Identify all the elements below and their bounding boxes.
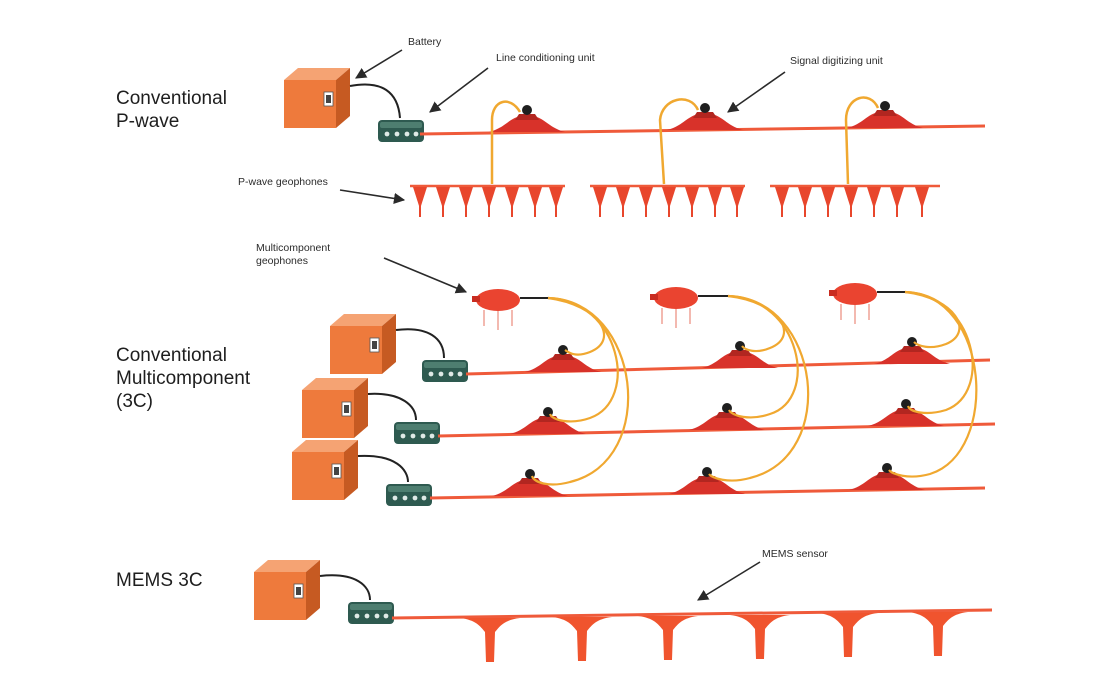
line-conditioning-unit-icon [422,360,468,382]
battery-box-icon [301,377,369,439]
signal-digitizing-unit-icon [492,469,568,496]
multicomponent-system [291,257,996,506]
signal-digitizing-unit-icon [525,345,601,372]
mems-sensor-icon [552,617,612,661]
mems-sensor-icon [638,616,698,660]
line-conditioning-unit-icon [386,484,432,506]
section-label-pwave: Conventional P-wave [116,88,227,132]
battery-box-icon [329,313,397,375]
multicomponent-geophone-icon [649,286,699,329]
section-label-mems: MEMS 3C [116,570,203,591]
battery-callout-arrow [355,49,403,79]
mems-sensor-icon [460,618,520,662]
mems-sensor-group [460,612,968,662]
multicomponent-cable-loops [530,290,978,486]
mems-sensor-icon [818,613,878,657]
multicomponent-geophone-icon [471,288,521,331]
callout-mems-sensor: MEMS sensor [762,548,828,560]
multicomponent-geophone-callout-arrow [383,257,468,294]
mems-sensor-icon [730,615,790,659]
signal-digitizing-unit-icon [874,337,950,364]
pwave-system [283,49,986,217]
battery-box-icon [283,67,351,129]
multicomponent-geophone-icon [828,282,878,325]
callout-signal-digitizing-unit: Signal digitizing unit [790,55,883,67]
signal-digitizing-unit-icon [847,101,923,128]
battery-box-icon [291,439,359,501]
line-conditioning-unit-icon [394,422,440,444]
digitizer-callout-arrow [727,71,786,113]
callout-line-conditioning-unit: Line conditioning unit [496,52,595,64]
signal-digitizing-unit-icon [667,103,743,130]
battery-box-icon [253,559,321,621]
line-conditioning-unit-icon [348,602,394,624]
line-conditioning-unit-icon [378,120,424,142]
callout-pwave-geophones: P-wave geophones [238,176,328,188]
callout-battery: Battery [408,36,442,48]
conditioning-unit-callout-arrow [429,67,489,113]
mems-sensor-icon [908,612,968,656]
mems-sensor-callout-arrow [697,561,761,601]
callout-multicomponent-geophones: Multicomponent geophones [256,242,331,267]
mems-system [253,559,993,662]
geophone-callout-arrow [339,189,406,204]
section-label-multicomponent: Conventional Multicomponent (3C) [116,345,251,412]
pwave-geophone-group [413,187,929,217]
signal-digitizing-unit-icon [702,341,778,368]
signal-digitizing-unit-icon [489,105,565,132]
